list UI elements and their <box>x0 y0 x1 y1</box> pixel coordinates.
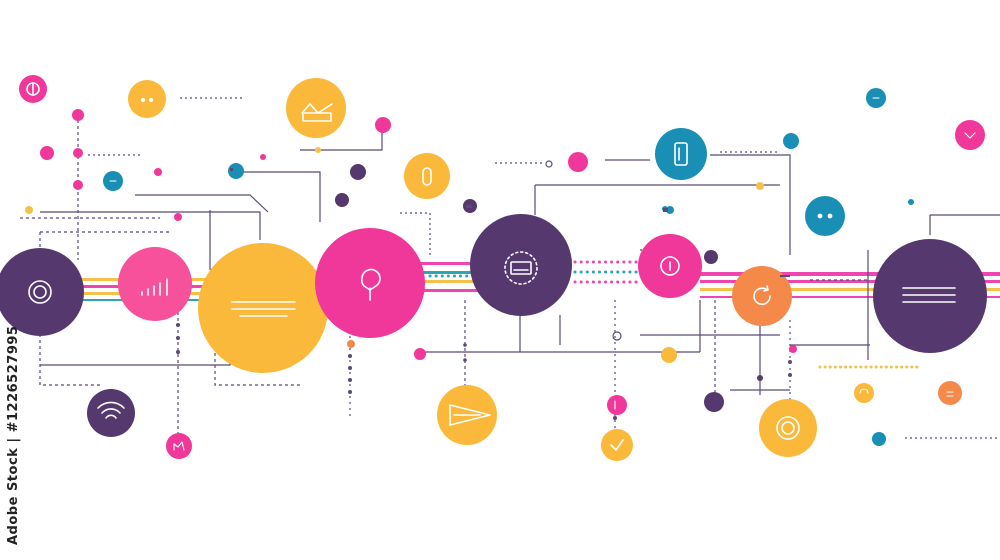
text-lines-icon <box>902 287 956 303</box>
line-markers <box>230 168 790 277</box>
orange-circle-refresh <box>732 266 792 326</box>
refresh-icon <box>753 285 771 306</box>
teal-circle-right <box>805 196 845 236</box>
yellow-circle-pill <box>404 153 450 199</box>
purple-circle-right <box>873 239 987 353</box>
document-icon <box>674 142 688 166</box>
yellow-circle-check <box>601 429 633 461</box>
purple-circle-wifi <box>87 389 135 437</box>
ellipsis-icon <box>140 97 154 103</box>
capsule-icon <box>422 167 432 186</box>
pink-circle-signal <box>118 247 192 321</box>
large-circles <box>0 214 987 373</box>
yellow-circle-top <box>286 78 346 138</box>
target-icon <box>28 280 52 304</box>
pink-circle-large <box>315 228 425 338</box>
signal-bars-icon <box>141 278 168 296</box>
stripe-band-right <box>700 272 1000 298</box>
stripe-band-center <box>420 262 480 292</box>
small-glyph-icons <box>109 97 976 451</box>
check-icon <box>610 439 624 451</box>
tray-icon <box>301 103 333 122</box>
info-icon <box>660 256 680 276</box>
yellow-circle-dots <box>128 80 166 118</box>
play-icon <box>449 404 491 426</box>
purple-circle-left <box>0 248 84 336</box>
yellow-circle-large <box>198 243 328 373</box>
stripe-band-left <box>0 278 210 301</box>
target-icon <box>776 416 800 440</box>
purple-circle-center <box>470 214 572 316</box>
target-icon <box>26 82 40 96</box>
monitor-icon <box>504 251 538 285</box>
watermark-text: Adobe Stock | #1226527995 <box>6 325 21 545</box>
teal-circle-top <box>655 128 707 180</box>
location-pin-icon <box>360 268 381 301</box>
text-lines-icon <box>231 301 296 317</box>
ellipsis-icon <box>817 213 833 219</box>
yellow-circle-target <box>759 399 817 457</box>
dotted-rows <box>428 260 922 369</box>
wifi-icon <box>97 401 125 419</box>
